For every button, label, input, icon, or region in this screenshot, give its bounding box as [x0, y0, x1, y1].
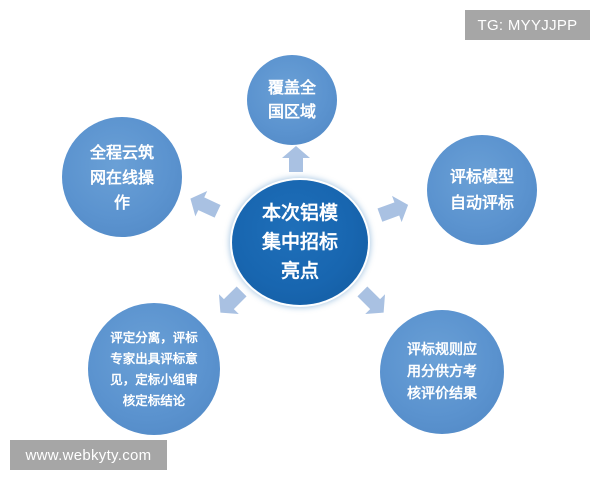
arrow-lower-right-icon — [357, 286, 386, 315]
node-supplier-rules: 评标规则应 用分供方考 核评价结果 — [380, 310, 504, 434]
node-auto-evaluation-label: 评标模型 自动评标 — [449, 167, 514, 212]
node-coverage: 覆盖全 国区域 — [247, 55, 337, 145]
node-online-operation-label: 全程云筑 网在线操 作 — [89, 142, 154, 212]
watermark-top-right: TG: MYYJJPP — [465, 10, 590, 40]
node-separation-label: 评定分离，评标 专家出具评标意 见，定标小组审 核定标结论 — [110, 330, 198, 408]
watermark-bottom-left: www.webkyty.com — [10, 440, 167, 470]
node-separation: 评定分离，评标 专家出具评标意 见，定标小组审 核定标结论 — [88, 303, 220, 435]
watermark-top-right-text: TG: MYYJJPP — [477, 16, 578, 34]
arrow-lower-left-icon — [218, 286, 247, 315]
node-auto-evaluation: 评标模型 自动评标 — [427, 135, 537, 245]
node-coverage-label: 覆盖全 国区域 — [267, 78, 316, 121]
arrow-upper-right-icon — [377, 195, 409, 223]
hub-node-label: 本次铝模 集中招标 亮点 — [261, 202, 338, 282]
watermark-bottom-left-text: www.webkyty.com — [25, 446, 152, 464]
node-online-operation: 全程云筑 网在线操 作 — [62, 117, 182, 237]
hub-node: 本次铝模 集中招标 亮点 — [232, 180, 368, 305]
arrow-up-icon — [282, 146, 310, 172]
node-supplier-rules-label: 评标规则应 用分供方考 核评价结果 — [407, 342, 477, 402]
arrow-upper-left-icon — [190, 191, 221, 218]
